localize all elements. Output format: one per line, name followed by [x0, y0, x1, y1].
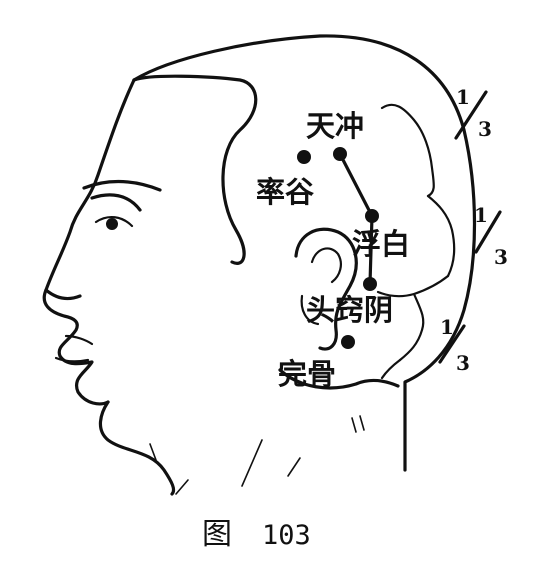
fubai-touqiaoyin-line [368, 214, 374, 286]
fubai-label: 浮白 [352, 227, 410, 261]
tianchong-fubai-line [338, 152, 374, 218]
head-outline [42, 34, 477, 496]
neck-lines [149, 415, 365, 495]
meridian-path [376, 103, 456, 380]
wangu-label: 完骨 [278, 357, 336, 391]
nose-mouth [44, 288, 94, 363]
tianchong-label: 天冲 [306, 109, 364, 143]
figure-caption-number: 103 [262, 520, 311, 551]
eye [82, 179, 162, 230]
fraction-top-num: 1 [456, 85, 470, 109]
shuaigu-point [297, 150, 311, 164]
fraction-middle-den: 3 [494, 245, 508, 269]
fraction-marker-bottom: 1 3 [438, 315, 470, 375]
shuaigu-label: 率谷 [256, 175, 315, 209]
fraction-bottom-den: 3 [456, 351, 470, 375]
fraction-marker-middle: 1 3 [474, 203, 508, 269]
fraction-bottom-num: 1 [440, 315, 454, 339]
tianchong-point [333, 147, 347, 161]
wangu-point [341, 335, 355, 349]
figure-caption-prefix: 图 [202, 517, 232, 552]
fraction-marker-top: 1 3 [454, 85, 492, 141]
fubai-point [365, 209, 379, 223]
touqiaoyin-point [363, 277, 377, 291]
fraction-middle-num: 1 [474, 203, 488, 227]
fraction-top-den: 3 [478, 117, 492, 141]
touqiaoyin-label: 头窍阴 [306, 293, 393, 327]
ear [294, 227, 358, 351]
